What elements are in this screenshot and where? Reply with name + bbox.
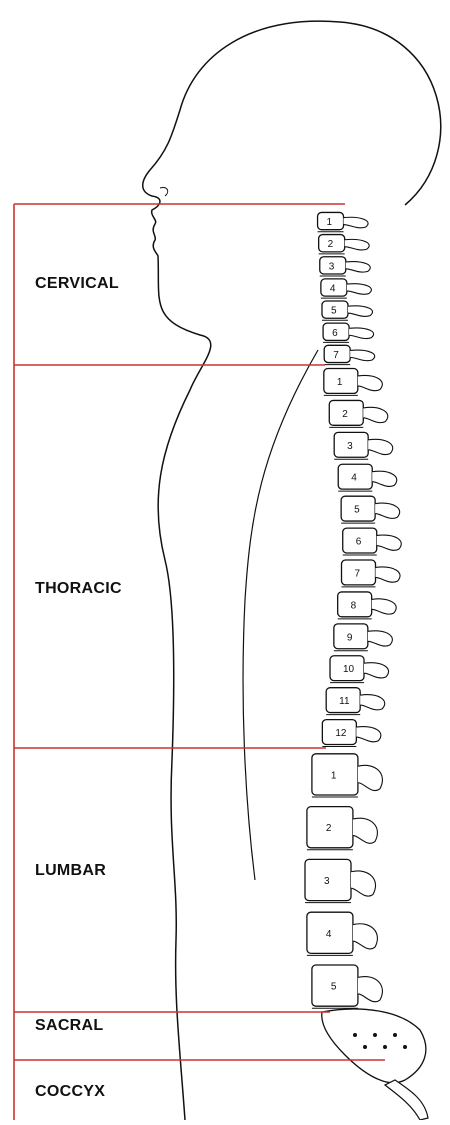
spinous-process [351, 871, 376, 896]
spinous-process [353, 818, 378, 843]
region-label-thoracic: THORACIC [35, 580, 122, 598]
spinous-process [347, 284, 372, 295]
vertebra-number: 5 [331, 306, 337, 317]
vertebra-cervical-6: 6 [323, 323, 374, 342]
vertebra-thoracic-1: 1 [324, 369, 383, 396]
vertebra-cervical-3: 3 [320, 257, 371, 276]
spinous-process [372, 471, 397, 486]
region-label-sacral: SACRAL [35, 1017, 103, 1035]
vertebra-number: 3 [347, 441, 353, 452]
vertebra-thoracic-5: 5 [341, 496, 400, 523]
sacrum-texture-dot [383, 1045, 387, 1049]
vertebra-thoracic-8: 8 [338, 592, 397, 619]
vertebra-cervical-5: 5 [322, 301, 373, 320]
vertebra-thoracic-11: 11 [326, 688, 385, 715]
spinous-process [372, 599, 397, 614]
vertebra-number: 9 [347, 632, 353, 643]
ear-detail [160, 188, 168, 196]
vertebra-number: 8 [351, 600, 357, 611]
spinous-process [346, 262, 371, 273]
vertebra-thoracic-3: 3 [334, 432, 393, 459]
spinous-process [358, 375, 383, 390]
sacrum-texture-dot [363, 1045, 367, 1049]
vertebra-thoracic-4: 4 [338, 464, 397, 491]
spinous-process [375, 503, 400, 518]
vertebra-thoracic-12: 12 [322, 720, 381, 747]
vertebra-number: 11 [339, 696, 350, 707]
spinous-process [377, 535, 402, 550]
vertebra-number: 1 [331, 770, 337, 781]
vertebra-number: 7 [355, 568, 361, 579]
vertebra-thoracic-2: 2 [329, 400, 388, 427]
spinous-process [348, 306, 373, 317]
vertebra-number: 1 [327, 217, 333, 228]
sacrum [322, 1009, 426, 1083]
spinous-process [376, 567, 401, 582]
vertebra-number: 4 [326, 929, 332, 940]
vertebra-number: 10 [343, 664, 355, 675]
vertebra-thoracic-7: 7 [342, 560, 401, 587]
spinous-process [363, 407, 388, 422]
region-label-coccyx: COCCYX [35, 1083, 105, 1101]
sacrum-texture-dot [403, 1045, 407, 1049]
vertebra-cervical-4: 4 [321, 279, 372, 298]
back-outline [243, 350, 318, 880]
vertebra-number: 5 [354, 505, 360, 516]
vertebra-thoracic-10: 10 [330, 656, 389, 683]
vertebra-number: 2 [326, 823, 332, 834]
vertebra-number: 1 [337, 377, 343, 388]
spinous-process [368, 631, 393, 646]
spinous-process [345, 239, 370, 250]
spinous-process [344, 217, 369, 228]
vertebra-lumbar-1: 1 [312, 754, 383, 797]
spinous-process [364, 663, 389, 678]
vertebra-number: 5 [331, 982, 337, 993]
spinous-process [356, 727, 381, 742]
vertebra-number: 7 [333, 350, 339, 361]
vertebra-cervical-1: 1 [318, 212, 369, 231]
spinous-process [350, 350, 375, 361]
region-label-lumbar: LUMBAR [35, 862, 106, 880]
vertebra-number: 6 [332, 328, 338, 339]
vertebra-thoracic-9: 9 [334, 624, 393, 651]
vertebra-thoracic-6: 6 [343, 528, 402, 555]
vertebra-cervical-7: 7 [324, 345, 375, 364]
vertebra-number: 12 [335, 728, 347, 739]
vertebra-lumbar-3: 3 [305, 859, 376, 902]
vertebra-cervical-2: 2 [319, 235, 370, 254]
vertebra-number: 3 [324, 876, 330, 887]
sacrum-texture-dot [353, 1033, 357, 1037]
spinous-process [360, 695, 385, 710]
vertebra-lumbar-5: 5 [312, 965, 383, 1008]
vertebra-lumbar-2: 2 [307, 807, 378, 850]
spinous-process [368, 439, 393, 454]
vertebra-number: 4 [351, 473, 357, 484]
sacrum-texture-dot [393, 1033, 397, 1037]
spinous-process [353, 924, 378, 949]
sacrum-texture-dot [373, 1033, 377, 1037]
region-label-cervical: CERVICAL [35, 275, 119, 293]
vertebra-number: 3 [329, 261, 335, 272]
vertebra-number: 4 [330, 284, 336, 295]
spinous-process [358, 977, 383, 1002]
vertebra-lumbar-4: 4 [307, 912, 378, 955]
spinous-process [349, 328, 374, 339]
vertebra-number: 6 [356, 537, 362, 548]
vertebra-number: 2 [342, 409, 348, 420]
vertebra-number: 2 [328, 239, 334, 250]
spinous-process [358, 765, 383, 790]
coccyx [385, 1080, 428, 1120]
